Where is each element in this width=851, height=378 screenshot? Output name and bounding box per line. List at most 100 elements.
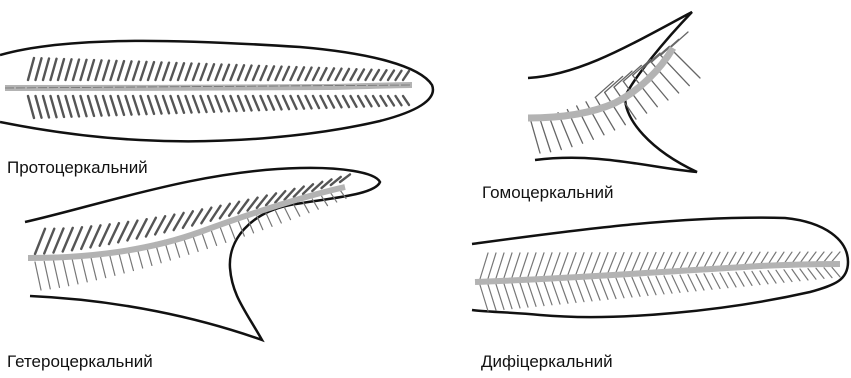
fin-ray — [100, 254, 106, 278]
fin-ray — [238, 65, 244, 80]
protocercal-fin-outline — [0, 41, 433, 141]
fin-ray — [283, 67, 289, 80]
fin-ray — [528, 283, 536, 307]
fin-ray — [530, 118, 540, 153]
fin-ray — [552, 253, 560, 276]
fin-ray — [403, 96, 409, 105]
fin-ray — [220, 226, 226, 242]
fin-ray — [480, 253, 488, 279]
fin-ray — [832, 252, 840, 261]
fin-ray — [285, 208, 291, 220]
fin-ray — [358, 69, 364, 80]
fin-ray — [496, 253, 504, 278]
fin-ray — [73, 60, 79, 80]
fin-ray — [133, 62, 139, 80]
fin-ray — [528, 253, 536, 277]
fin-ray — [66, 59, 72, 80]
fin-ray — [800, 269, 808, 280]
fin-ray — [322, 179, 332, 188]
fin-ray — [343, 69, 349, 80]
fin-ray — [208, 64, 214, 80]
fin-ray — [568, 281, 576, 303]
fin-ray — [313, 68, 319, 80]
fin-ray — [81, 257, 87, 282]
fin-ray — [51, 96, 57, 117]
fin-ray — [257, 216, 263, 230]
homocercal-label: Гомоцеркальний — [482, 183, 614, 203]
fin-ray — [148, 62, 154, 80]
fin-ray — [111, 96, 117, 115]
fin-ray — [186, 96, 192, 113]
fin-ray — [488, 253, 496, 279]
fin-ray — [388, 96, 394, 105]
fin-ray — [496, 284, 504, 309]
fin-ray — [331, 177, 341, 185]
fin-ray — [608, 253, 616, 273]
homocercal-tail-illustration — [528, 12, 700, 172]
protocercal-label: Протоцеркальний — [7, 158, 148, 178]
fin-ray — [648, 252, 656, 270]
fin-ray — [238, 96, 244, 111]
fin-ray — [313, 96, 319, 108]
fin-ray — [366, 96, 372, 106]
fin-ray — [672, 252, 680, 269]
fin-ray — [268, 96, 274, 110]
fin-ray — [328, 68, 334, 80]
fin-ray — [63, 259, 69, 285]
fin-ray — [680, 275, 688, 292]
fin-ray — [688, 252, 696, 268]
fin-ray — [261, 96, 267, 110]
fin-ray — [632, 277, 640, 296]
fin-ray — [216, 65, 222, 80]
fin-ray — [704, 274, 712, 289]
fin-ray — [178, 63, 184, 80]
fin-ray — [768, 271, 776, 283]
fin-ray — [792, 269, 800, 280]
fin-ray — [373, 70, 379, 80]
fin-ray — [670, 48, 700, 78]
fin-ray — [268, 66, 274, 80]
fin-ray — [261, 66, 267, 80]
fin-ray — [584, 253, 592, 274]
fin-ray — [336, 96, 342, 107]
fin-ray — [640, 277, 648, 295]
fin-ray — [351, 69, 357, 80]
protocercal-tail-illustration — [0, 41, 433, 141]
fin-ray — [696, 252, 704, 268]
fin-ray — [568, 253, 576, 275]
fin-ray — [141, 62, 147, 80]
fin-ray — [81, 96, 87, 116]
fin-ray — [358, 96, 364, 107]
fin-ray — [536, 253, 544, 276]
fin-ray — [223, 96, 229, 111]
fin-ray — [141, 96, 147, 114]
fin-ray — [266, 213, 272, 226]
fin-ray — [600, 279, 608, 299]
fin-ray — [536, 282, 544, 305]
fin-ray — [81, 226, 91, 249]
fin-ray — [63, 228, 73, 252]
fin-ray — [201, 96, 207, 112]
fin-ray — [171, 63, 177, 80]
fin-ray — [275, 210, 281, 223]
fin-ray — [44, 229, 54, 254]
fin-ray — [90, 255, 96, 279]
fin-ray — [246, 66, 252, 80]
fin-ray — [35, 262, 41, 290]
fin-ray — [488, 285, 496, 311]
fin-ray — [712, 273, 720, 288]
fin-ray — [118, 96, 124, 115]
fin-ray — [103, 96, 109, 115]
fin-ray — [560, 281, 568, 303]
fin-ray — [53, 228, 63, 252]
fin-ray — [632, 253, 640, 272]
fin-ray — [728, 252, 736, 266]
fin-ray — [201, 64, 207, 80]
fin-ray — [584, 280, 592, 301]
fin-ray — [36, 96, 42, 118]
fin-ray — [126, 61, 132, 80]
fin-ray — [752, 271, 760, 284]
fin-ray — [186, 63, 192, 80]
fin-ray — [560, 253, 568, 275]
fin-ray — [111, 61, 117, 80]
